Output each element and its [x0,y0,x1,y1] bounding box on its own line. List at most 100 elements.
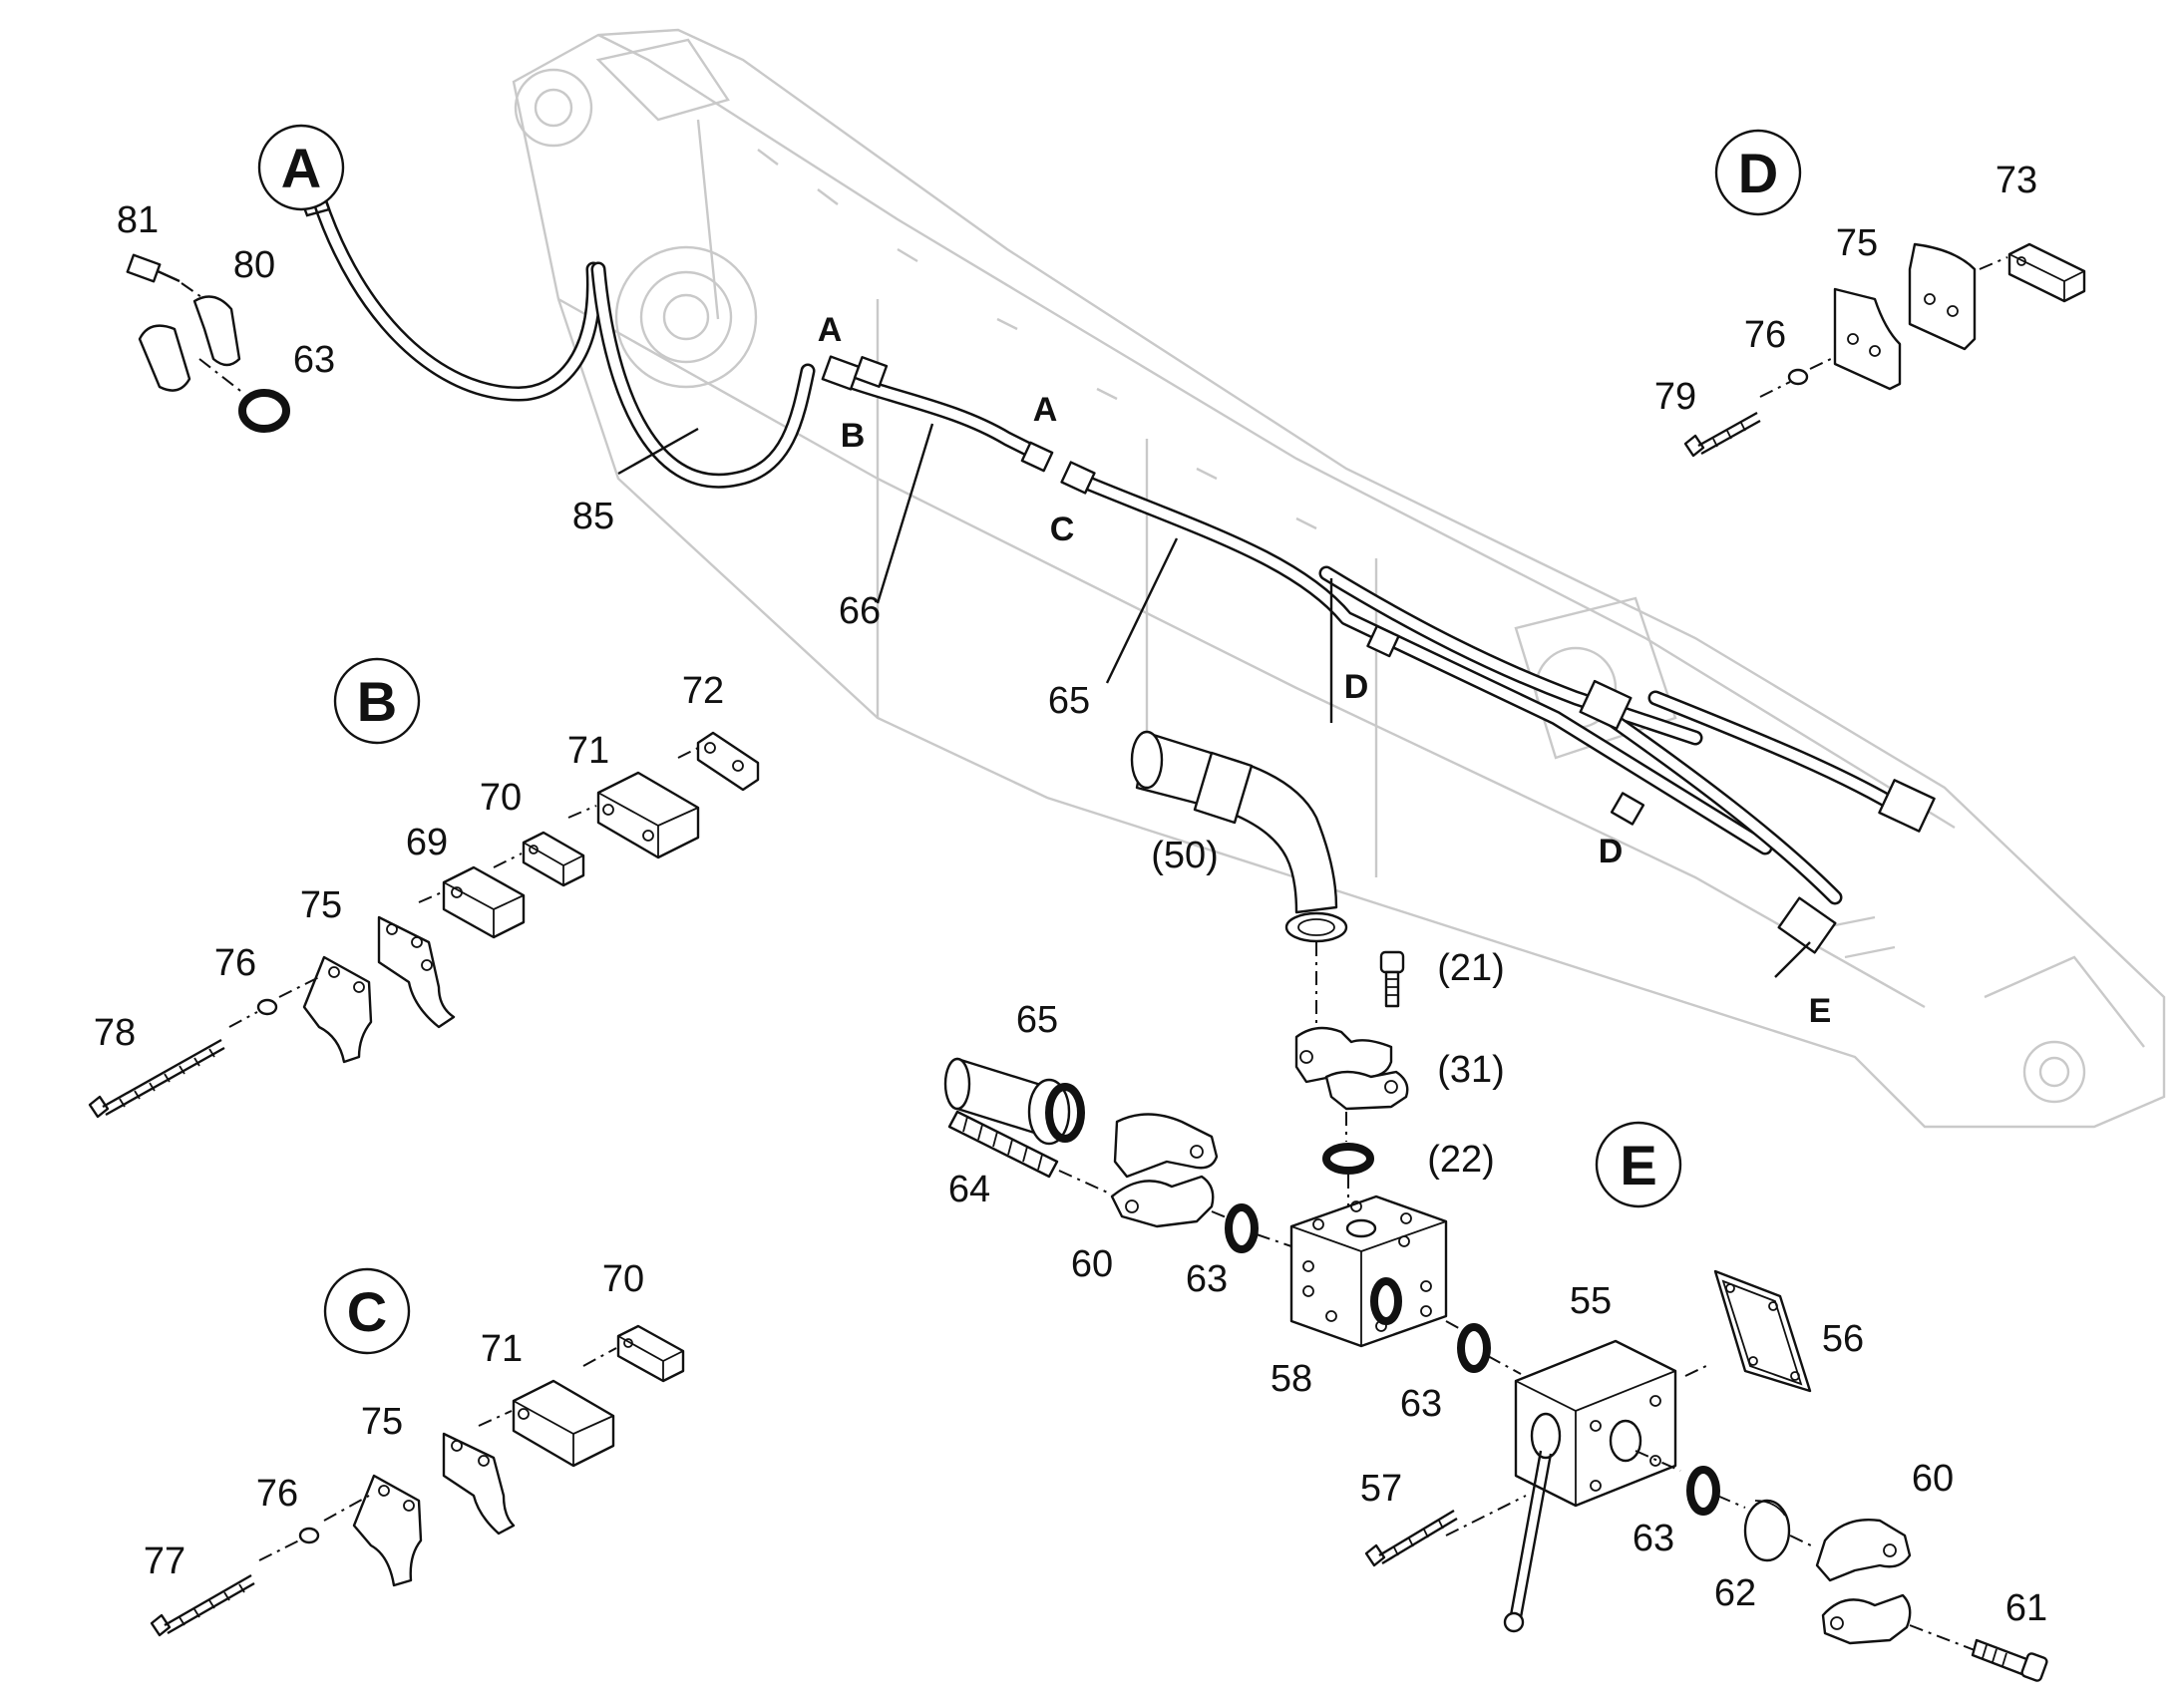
label-65-boom: 65 [1048,680,1090,722]
part-31-clamp [1294,1026,1409,1111]
part-72-plate [696,731,760,792]
label-77-c: 77 [144,1540,185,1582]
label-65-e: 65 [1016,999,1058,1041]
label-63-a: 63 [293,339,335,381]
hose-66 [835,371,1045,462]
label-78-b: 78 [94,1012,136,1054]
part-22-oring [1322,1143,1374,1175]
part-64-tube [947,1110,1059,1179]
label-61: 61 [2005,1587,2047,1629]
label-60-e2: 60 [1912,1458,1954,1500]
section-labels: A B C D E [281,137,1778,1343]
part-75-bracket-d [1908,242,1977,351]
section-label-b: B [357,670,397,733]
section-label-a: A [281,137,321,199]
part-62-plug [1743,1499,1791,1562]
label-70-b: 70 [480,777,522,819]
label-63-e3: 63 [1633,1518,1674,1559]
section-d [1683,129,2086,458]
part-60-clamp-e-lower [1821,1593,1912,1645]
label-76-b: 76 [214,942,256,984]
part-57-bolt [1364,1509,1458,1567]
label-76-d: 76 [1744,314,1786,356]
part-69-spacer [442,865,526,939]
label-75-b: 75 [300,884,342,926]
part-50-pipe [1130,730,1348,943]
part-80-clamp [138,295,241,392]
label-66: 66 [839,590,881,632]
section-label-c: C [347,1280,387,1343]
part-71-block [596,771,700,859]
label-50: (50) [1151,835,1219,876]
part-70-spacer [522,831,585,887]
label-58: 58 [1271,1358,1312,1400]
label-55: 55 [1570,1280,1612,1322]
callout-c: C [1050,511,1075,548]
part-73-spacer [2007,242,2086,303]
part-65-pipe-e [943,1057,1085,1146]
part-60-clamp-e-upper [1815,1519,1912,1582]
label-70-c: 70 [602,1258,644,1300]
label-71-c: 71 [481,1328,523,1370]
section-b [88,657,760,1119]
boom-callouts: A A B C D D E [818,311,1832,1030]
label-60-e1: 60 [1071,1243,1113,1285]
label-62: 62 [1714,1572,1756,1614]
part-55-handle [1503,1450,1553,1633]
section-e [943,730,2048,1682]
part-76-washer-d [1787,368,1809,386]
part-76-washer-c [298,1527,320,1544]
label-81: 81 [117,199,159,241]
part-75-bracket-b [302,955,373,1064]
label-76-c: 76 [256,1473,298,1515]
part-55-block [1514,1339,1677,1508]
callout-d-2: D [1599,833,1624,870]
section-label-d: D [1738,142,1778,204]
label-56: 56 [1822,1318,1864,1360]
part-60-clamp-upper [1113,1113,1219,1179]
part-76-washer [256,998,278,1016]
label-63-e1: 63 [1186,1258,1228,1300]
label-71-b: 71 [567,730,609,772]
label-80: 80 [233,244,275,286]
label-64: 64 [948,1169,990,1210]
label-31: (31) [1437,1049,1505,1091]
part-75-bracket [377,915,456,1029]
part-63-oring-e1 [1225,1203,1259,1253]
section-c [150,1267,685,1637]
callout-a-1: A [818,311,843,349]
label-75-d: 75 [1836,222,1878,264]
callout-b: B [841,417,866,455]
part-71-block-c [512,1379,615,1468]
part-61-bolt [1971,1638,2048,1682]
part-60-clamp-lower [1110,1175,1215,1228]
label-63-e2: 63 [1400,1383,1442,1425]
part-63-oring [238,389,290,433]
label-85: 85 [572,496,614,537]
part-77-bolt [150,1573,255,1637]
part-70-spacer-c [616,1324,685,1383]
part-79-bolt [1683,411,1761,458]
label-21: (21) [1437,947,1505,989]
label-72-b: 72 [682,670,724,712]
label-69-b: 69 [406,822,448,863]
label-79-d: 79 [1654,376,1696,418]
part-75-bracket-d2 [1833,287,1902,391]
hose-85-alt [590,261,816,489]
part-75-bracket-c [442,1432,516,1536]
hose-fittings [821,355,1936,978]
label-75-c: 75 [361,1401,403,1443]
part-number-labels: 81 80 63 72 71 70 69 75 76 78 70 71 75 7… [94,160,2047,1629]
part-21-bolt [1379,950,1405,1008]
part-63-oring-e3 [1686,1466,1720,1516]
part-78-bolt [88,1038,225,1119]
callout-e: E [1809,992,1832,1030]
section-label-e: E [1620,1134,1656,1196]
part-58-block [1289,1195,1448,1348]
label-57: 57 [1360,1468,1402,1510]
label-73-d: 73 [1996,160,2037,201]
section-a [126,124,345,433]
part-81-bolt [126,253,181,283]
part-56-cover [1713,1269,1812,1393]
